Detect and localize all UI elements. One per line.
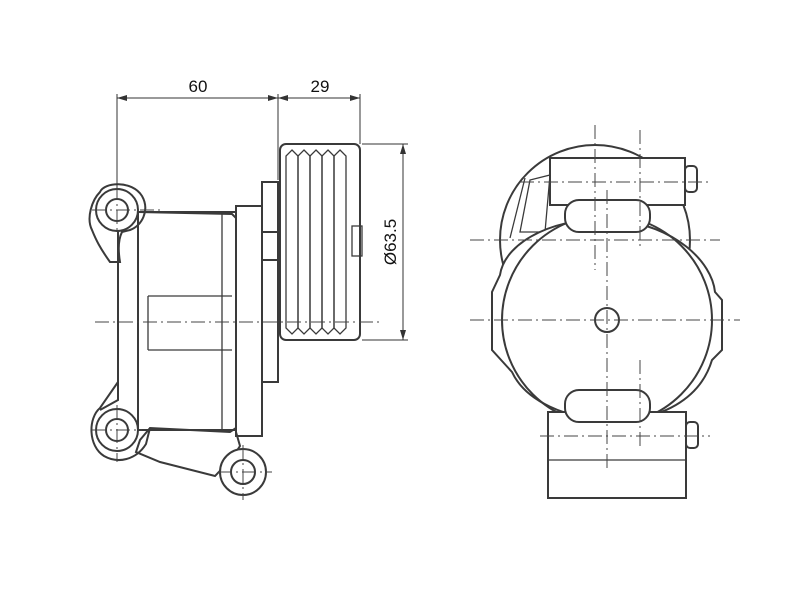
dim-arrow: [117, 95, 127, 101]
side-view-flange: [235, 205, 263, 437]
dim-width-a-label: 60: [189, 77, 208, 96]
side-view-hub-boss: [261, 231, 279, 261]
side-view: 60 29 Ø63.5: [88, 77, 408, 500]
front-view-pulley-rib-line: [509, 177, 526, 239]
front-view: [470, 125, 740, 499]
dim-width-b-label: 29: [311, 77, 330, 96]
side-view-lower-lug: [90, 381, 151, 461]
side-view-body: [137, 211, 237, 431]
dim-arrow: [350, 95, 360, 101]
pulley-groove: [333, 149, 347, 335]
side-view-pulley-grooves: [285, 149, 347, 335]
dim-diameter-label: Ø63.5: [381, 219, 400, 265]
front-view-lower-block: [547, 411, 687, 499]
side-view-pulley: [279, 143, 361, 341]
side-view-pulley-nut: [351, 225, 363, 257]
dim-arrow: [278, 95, 288, 101]
dim-arrow: [400, 144, 406, 154]
front-view-lower-bolt: [685, 421, 699, 449]
front-view-pulley-rib: [519, 174, 551, 233]
side-view-upper-lug: [88, 183, 147, 263]
dim-arrow: [268, 95, 278, 101]
dim-arrow: [400, 330, 406, 340]
side-view-hub: [261, 181, 279, 383]
front-view-upper-bolt: [684, 165, 698, 193]
